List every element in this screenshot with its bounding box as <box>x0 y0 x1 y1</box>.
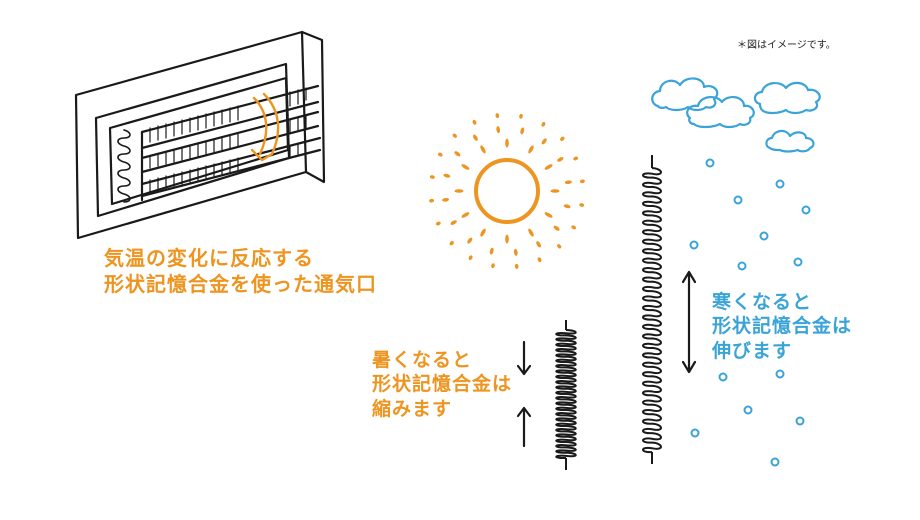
sun-ray <box>489 247 494 255</box>
sun-ray <box>528 228 534 237</box>
sun-ray <box>480 228 486 237</box>
vent-spring <box>117 129 131 203</box>
snow-icon <box>689 158 811 467</box>
sun-ray <box>435 221 441 226</box>
louver-hatch <box>149 87 307 193</box>
sun-ray <box>544 212 553 218</box>
vent-caption-line-2: 形状記憶合金を使った通気口 <box>104 271 377 296</box>
vent-caption: 気温の変化に反応する 形状記憶合金を使った通気口 <box>104 246 377 297</box>
vent-illustration <box>74 30 326 240</box>
sun-ray <box>461 164 470 170</box>
sun-ray <box>560 136 565 141</box>
hot-caption-line-2: 形状記憶合金は <box>372 373 513 396</box>
compressed-spring <box>555 320 577 470</box>
sun-ray <box>429 175 435 179</box>
cold-caption: 寒くなると 形状記憶合金は 伸びます <box>712 290 852 363</box>
sun-ray <box>443 173 451 178</box>
sun-ray <box>541 138 547 145</box>
sun-ray <box>452 133 457 138</box>
sun-ray <box>550 189 560 193</box>
sun-ray <box>564 180 572 185</box>
sun-ray <box>573 156 579 161</box>
sun-ray <box>563 204 571 209</box>
sun-ray <box>467 237 473 244</box>
sun-ray <box>541 121 546 127</box>
cloud-icon <box>651 77 821 153</box>
sun-ray <box>553 225 560 231</box>
vent-caption-line-1: 気温の変化に反応する <box>104 246 314 270</box>
image-note: ＊図はイメージです。 <box>737 40 836 51</box>
sun-ray <box>557 244 562 249</box>
sun-ray <box>505 138 509 148</box>
sun-ray <box>520 127 525 135</box>
sun-ray <box>514 263 519 269</box>
sun-ray <box>442 197 450 202</box>
stretched-spring <box>642 155 662 464</box>
sun-ray <box>480 145 486 154</box>
sun-ray <box>454 189 464 193</box>
sun-ray <box>571 225 577 230</box>
sun-ray <box>468 255 473 261</box>
sun-ray <box>513 248 518 256</box>
sun-ray <box>544 164 553 170</box>
sun-ray <box>450 220 457 225</box>
vent-motion-arrow <box>250 92 280 162</box>
sun-ray <box>557 157 564 162</box>
sun-ray <box>461 212 470 218</box>
cold-caption-line-1: 寒くなると <box>712 291 813 313</box>
sun-ray <box>496 126 501 134</box>
sun-ray <box>537 257 542 263</box>
sun-ray <box>519 113 523 119</box>
hot-caption-line-1: 暑くなると <box>372 349 473 371</box>
hot-caption-line-3: 縮みます <box>372 397 453 420</box>
sun-ray <box>491 263 495 269</box>
sun-ray <box>449 241 454 246</box>
arrow-icon <box>516 270 697 448</box>
cold-caption-line-3: 伸びます <box>712 339 793 362</box>
sun-rays <box>429 113 585 269</box>
sun-ray <box>579 203 585 207</box>
sun-icon <box>429 113 585 269</box>
sun-ray <box>472 119 477 125</box>
sun-ray <box>429 198 435 203</box>
sun-ray <box>454 151 461 157</box>
sun-ray <box>505 234 509 244</box>
sun-ray <box>437 152 443 157</box>
sun-ray <box>579 179 585 184</box>
sun-ray <box>473 134 478 141</box>
sun-ray <box>495 113 500 119</box>
sun-ray <box>528 145 534 154</box>
hot-caption: 暑くなると 形状記憶合金は 縮みます <box>372 348 512 421</box>
cold-caption-line-2: 形状記憶合金は <box>712 315 853 338</box>
sun-ray <box>536 241 541 248</box>
